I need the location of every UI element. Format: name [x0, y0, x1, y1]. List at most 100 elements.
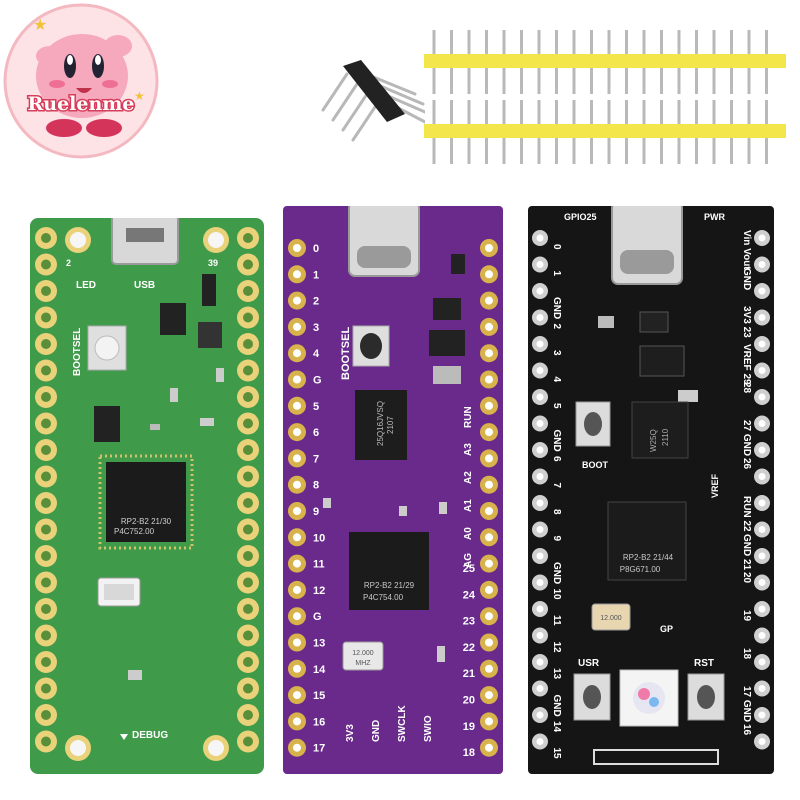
black-right-pin-label: 26	[741, 458, 752, 470]
pin-hole	[293, 270, 301, 279]
black-crystal-line1: 12.000	[600, 615, 622, 622]
pad-hole	[243, 286, 253, 296]
purple-analog-label: RUN	[463, 406, 474, 428]
purple-right-pin-label: 24	[463, 589, 476, 601]
black-left-pin-label: GND	[551, 430, 562, 452]
black-left-pin-label: 14	[551, 721, 562, 733]
pin-hole	[485, 428, 493, 437]
purple-right-pin-label: 20	[463, 695, 475, 707]
pad-hole	[41, 339, 51, 349]
pad-hole	[243, 524, 253, 535]
purple-left-pin-label: 15	[313, 690, 325, 702]
pin-hole	[758, 526, 766, 533]
pad-hole	[243, 365, 253, 376]
pin-hole	[293, 533, 301, 542]
svg-text:★: ★	[33, 17, 47, 34]
pin-hole	[293, 691, 301, 700]
flash-chip	[631, 401, 689, 459]
pin-hole	[758, 420, 766, 427]
purple-left-pin-label: 0	[313, 243, 319, 255]
black-left-pin-label: 11	[551, 615, 562, 626]
black-right-pin-label: 19	[741, 610, 752, 622]
pin-hole	[485, 322, 493, 331]
purple-right-pin-label: 25	[463, 563, 475, 575]
purple-crystal-line2: MHZ	[355, 660, 371, 667]
pin-hole	[758, 473, 766, 480]
purple-left-pin-label: 14	[313, 664, 326, 676]
pin-hole	[536, 287, 544, 295]
pin-hole	[293, 559, 301, 568]
pin-hole	[758, 367, 766, 374]
pin-hole	[485, 270, 493, 279]
pad-hole	[41, 577, 51, 588]
black-label-usr: USR	[578, 658, 600, 669]
pin-hole	[536, 234, 544, 242]
pad-hole	[41, 630, 51, 641]
black-left-pin-label: 15	[551, 748, 562, 760]
black-chip-line1: RP2-B2 21/44	[623, 553, 674, 562]
pin-hole	[485, 480, 493, 489]
pin-hole	[293, 612, 301, 621]
mounting-hole-center	[70, 232, 86, 248]
pin-hole	[485, 349, 493, 358]
purple-chip-line1: RP2-B2 21/29	[364, 581, 415, 590]
black-right-pin-label: 28	[741, 382, 752, 394]
purple-left-pin-label: 1	[313, 269, 319, 281]
purple-label-bootsel: BOOTSEL	[340, 327, 352, 380]
pad-hole	[243, 233, 253, 243]
pad-hole	[243, 577, 253, 588]
pad-hole	[243, 445, 253, 455]
black-chip-line2: P8G671.00	[620, 565, 661, 574]
pin-hole	[536, 552, 544, 560]
pin-hole	[536, 605, 544, 613]
mounting-hole-center	[70, 740, 86, 756]
pin-hole	[536, 367, 544, 374]
purple-left-pin-label: G	[313, 611, 322, 623]
pin-hole	[536, 711, 544, 719]
black-label-pwr: PWR	[704, 212, 725, 222]
board-black: GPIO25 PWR W25Q 2110 BOOT VREF RP2-B2 21…	[528, 201, 774, 774]
purple-analog-label: A3	[463, 443, 474, 456]
pin-hole	[485, 585, 493, 594]
green-label-usb: USB	[134, 280, 155, 291]
black-left-pin-label: 0	[551, 244, 562, 250]
pad-hole	[243, 710, 253, 720]
black-left-pin-label: 4	[551, 377, 562, 383]
pin-hole	[758, 446, 766, 454]
watermark-text: Ruelenme	[27, 93, 134, 115]
black-label-vref: VREF	[710, 473, 720, 498]
black-label-gpio25: GPIO25	[564, 212, 597, 222]
pin-hole	[758, 738, 766, 745]
boot-button[interactable]	[575, 401, 611, 447]
pin-hole	[536, 685, 544, 692]
purple-bottom-label: GND	[371, 720, 382, 742]
purple-bottom-label: 3V3	[345, 724, 356, 742]
purple-flash-line1: 25Q16JVSQ	[376, 401, 385, 446]
purple-left-pin-label: 13	[313, 638, 325, 650]
pin-hole	[293, 507, 301, 515]
rp2040-chip	[607, 501, 687, 581]
purple-left-pin-label: 8	[313, 480, 319, 492]
purple-crystal-line1: 12.000	[352, 650, 374, 657]
green-label-bootsel: BOOTSEL	[72, 328, 83, 376]
pin-hole	[536, 473, 544, 480]
svg-text:★: ★	[134, 89, 145, 103]
pad-hole	[41, 471, 51, 482]
black-left-pin-label: 8	[551, 509, 562, 515]
pad-hole	[243, 312, 253, 323]
pin-hole	[293, 454, 301, 463]
mounting-hole-center	[208, 232, 224, 248]
green-label-debug: DEBUG	[132, 730, 168, 741]
pad-hole	[243, 604, 253, 614]
black-right-pin-label: 3V3 23	[741, 306, 752, 338]
black-right-pin-label: RUN 22	[741, 496, 752, 532]
pin-hole	[758, 340, 766, 348]
pin-hole	[485, 401, 493, 410]
pin-hole	[536, 632, 544, 639]
pin-hole	[293, 717, 301, 726]
pad-hole	[41, 418, 51, 429]
purple-left-pin-label: 16	[313, 716, 325, 728]
board-green-pico: RP2-B2 21/30 P4C752.00 1 2 39 LED USB BO…	[30, 207, 264, 774]
black-left-pin-label: 9	[551, 536, 562, 542]
pad-hole	[41, 736, 51, 747]
